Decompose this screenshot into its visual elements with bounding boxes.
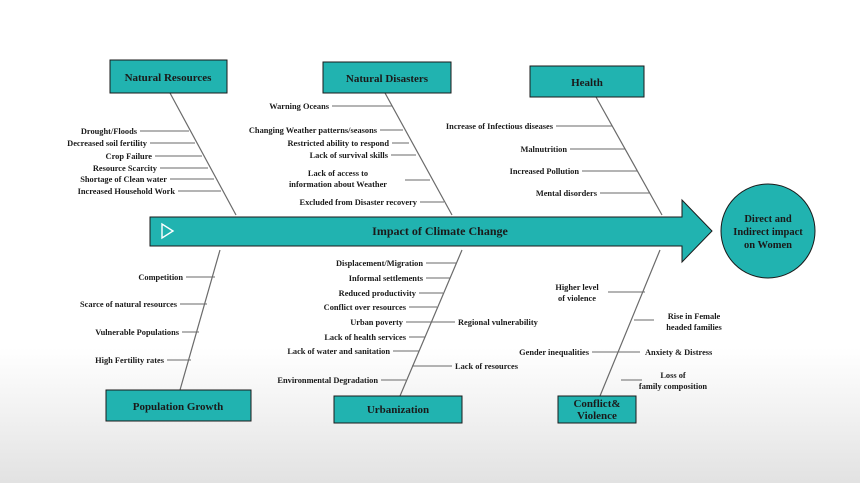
cause-text: Environmental Degradation — [277, 376, 378, 385]
bone-urbanization — [399, 249, 463, 397]
cause-text: Reduced productivity — [339, 289, 417, 298]
cause-text: Increase of Infectious diseases — [446, 122, 554, 131]
cause-text: Lack of survival skills — [310, 151, 389, 160]
cause-text: High Fertility rates — [95, 356, 165, 365]
label-natural-disasters: Natural Disasters — [346, 73, 429, 85]
cause-text: Increased Pollution — [510, 167, 580, 176]
cause-text: Conflict over resources — [324, 303, 407, 312]
label-population-growth: Population Growth — [133, 401, 224, 413]
cause-text: Informal settlements — [349, 274, 424, 283]
cause-text: Gender inequalities — [519, 348, 590, 357]
box-health — [529, 65, 645, 98]
bone-conflict-violence — [599, 249, 661, 397]
cause-text: Scarce of natural resources — [80, 300, 178, 309]
cause-text: Lack of health services — [324, 333, 406, 342]
cause-text: Restricted ability to respond — [287, 139, 389, 148]
bone-health — [595, 96, 663, 216]
box-natural-resources — [109, 59, 228, 94]
cause-text: Warning Oceans — [269, 102, 330, 111]
cause-text: Regional vulnerability — [458, 318, 539, 327]
cause-text: Mental disorders — [536, 189, 598, 198]
cause-text: Higher level — [555, 283, 599, 292]
outcome-circle — [720, 183, 816, 279]
box-conflict-violence — [557, 395, 637, 424]
cause-text: information about Weather — [289, 180, 387, 189]
outcome-line-3: on Women — [744, 240, 792, 251]
outcome-line-1: Direct and — [744, 214, 792, 225]
box-urbanization — [333, 395, 463, 424]
cause-text: Excluded from Disaster recovery — [300, 198, 418, 207]
cause-text: Displacement/Migration — [336, 259, 423, 268]
cause-text: Resource Scarcity — [93, 164, 158, 173]
bone-natural-resources — [169, 92, 237, 216]
cause-text: Drought/Floods — [81, 127, 138, 136]
label-conflict-violence-2: Violence — [577, 410, 617, 422]
bone-population-growth — [179, 249, 221, 391]
label-natural-resources: Natural Resources — [125, 72, 213, 84]
cause-text: Loss of — [660, 371, 686, 380]
cause-text: Crop Failure — [106, 152, 153, 161]
cause-text: Anxiety & Distress — [645, 348, 713, 357]
bone-natural-disasters — [384, 92, 453, 216]
cause-text: family composition — [639, 382, 708, 391]
spine-arrow — [149, 198, 713, 264]
cause-text: Increased Household Work — [78, 187, 176, 196]
cause-text: Decreased soil fertility — [67, 139, 148, 148]
cause-text: Vulnerable Populations — [95, 328, 179, 337]
spine-label: Impact of Climate Change — [372, 224, 508, 238]
play-icon — [161, 222, 175, 240]
outcome-line-2: Indirect impact — [733, 227, 803, 238]
label-urbanization: Urbanization — [367, 404, 429, 416]
cause-text: Malnutrition — [520, 145, 567, 154]
cause-text: Lack of water and sanitation — [287, 347, 390, 356]
box-natural-disasters — [322, 61, 452, 94]
box-population-growth — [105, 389, 252, 422]
cause-text: Urban poverty — [350, 318, 404, 327]
cause-text: Rise in Female — [668, 312, 721, 321]
cause-text: Shortage of Clean water — [80, 175, 167, 184]
cause-text: headed families — [666, 323, 722, 332]
cause-text: of violence — [558, 294, 596, 303]
label-health: Health — [571, 77, 603, 89]
cause-text: Lack of resources — [455, 362, 519, 371]
cause-text: Changing Weather patterns/seasons — [249, 126, 378, 135]
cause-text: Lack of access to — [308, 169, 368, 178]
label-conflict-violence-1: Conflict& — [573, 398, 620, 410]
cause-text: Competition — [138, 273, 183, 282]
